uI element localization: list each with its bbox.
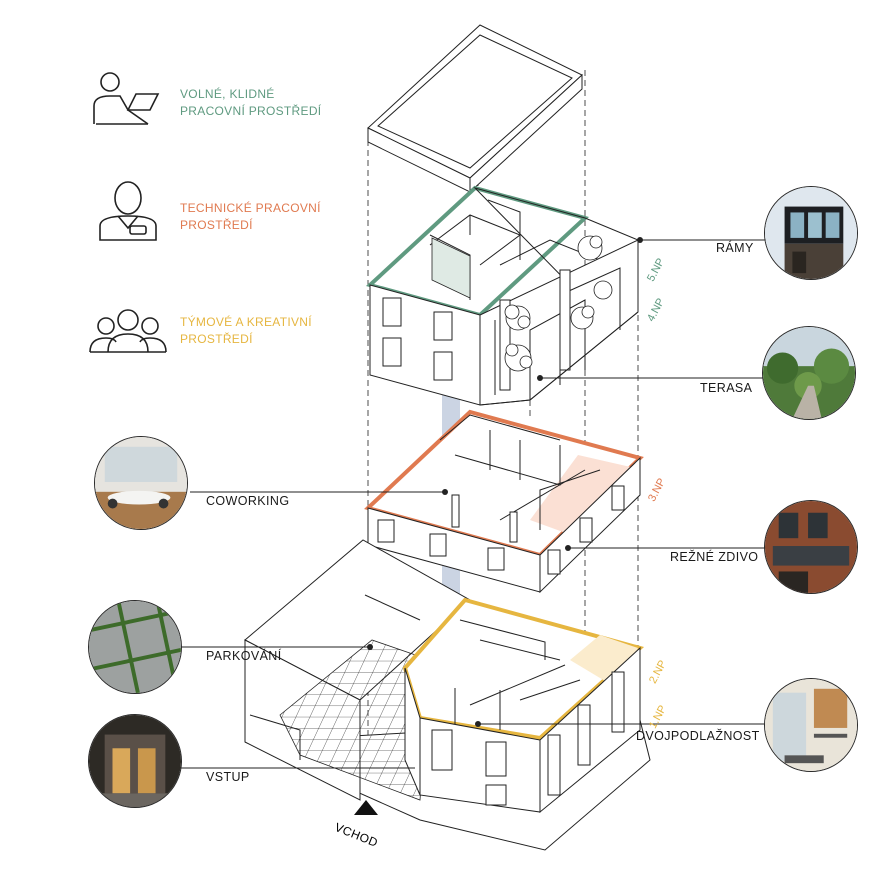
entrance-arrow-icon [354, 800, 378, 815]
legend-label: VOLNÉ, KLIDNÉ PRACOVNÍ PROSTŘEDÍ [180, 87, 322, 118]
callout-ramy: RÁMY [716, 241, 754, 255]
photo-frames-building [764, 186, 858, 280]
callout-coworking: COWORKING [206, 494, 290, 508]
photo-coworking [94, 436, 188, 530]
group-of-people-icon [89, 309, 167, 353]
photo-double-height-interior [764, 678, 858, 772]
callout-terasa: TERASA [700, 381, 753, 395]
person-with-badge-icon [99, 181, 157, 241]
callout-leader-lines [180, 239, 770, 769]
legend-label: TECHNICKÉ PRACOVNÍ PROSTŘEDÍ [180, 201, 321, 232]
block-parking-and-1np-2np [244, 539, 651, 851]
callout-dvojpodlaznost: DVOJPODLAŽNOST [636, 729, 760, 743]
callout-vstup: VSTUP [206, 770, 250, 784]
photo-parking-paving [88, 600, 182, 694]
photo-green-terrace [762, 326, 856, 420]
legend-item-team-creative: TÝMOVÉ A KREATIVNÍ PROSTŘEDÍ [88, 296, 388, 376]
person-at-laptop-icon [93, 72, 160, 125]
photo-brick-facade [764, 500, 858, 594]
legend-item-technical-work: TECHNICKÉ PRACOVNÍ PROSTŘEDÍ [88, 178, 388, 258]
callout-parkovani: PARKOVÁNÍ [206, 649, 282, 663]
block-4np-5np [365, 185, 639, 406]
callout-rezne-zdivo: REŽNÉ ZDIVO [670, 550, 759, 564]
roof-slab [367, 24, 583, 194]
callout-dots [367, 237, 643, 727]
block-3np [364, 409, 644, 594]
photo-entrance [88, 714, 182, 808]
legend-item-quiet-work: VOLNÉ, KLIDNÉ PRACOVNÍ PROSTŘEDÍ [88, 66, 388, 146]
legend-label: TÝMOVÉ A KREATIVNÍ PROSTŘEDÍ [180, 315, 312, 346]
